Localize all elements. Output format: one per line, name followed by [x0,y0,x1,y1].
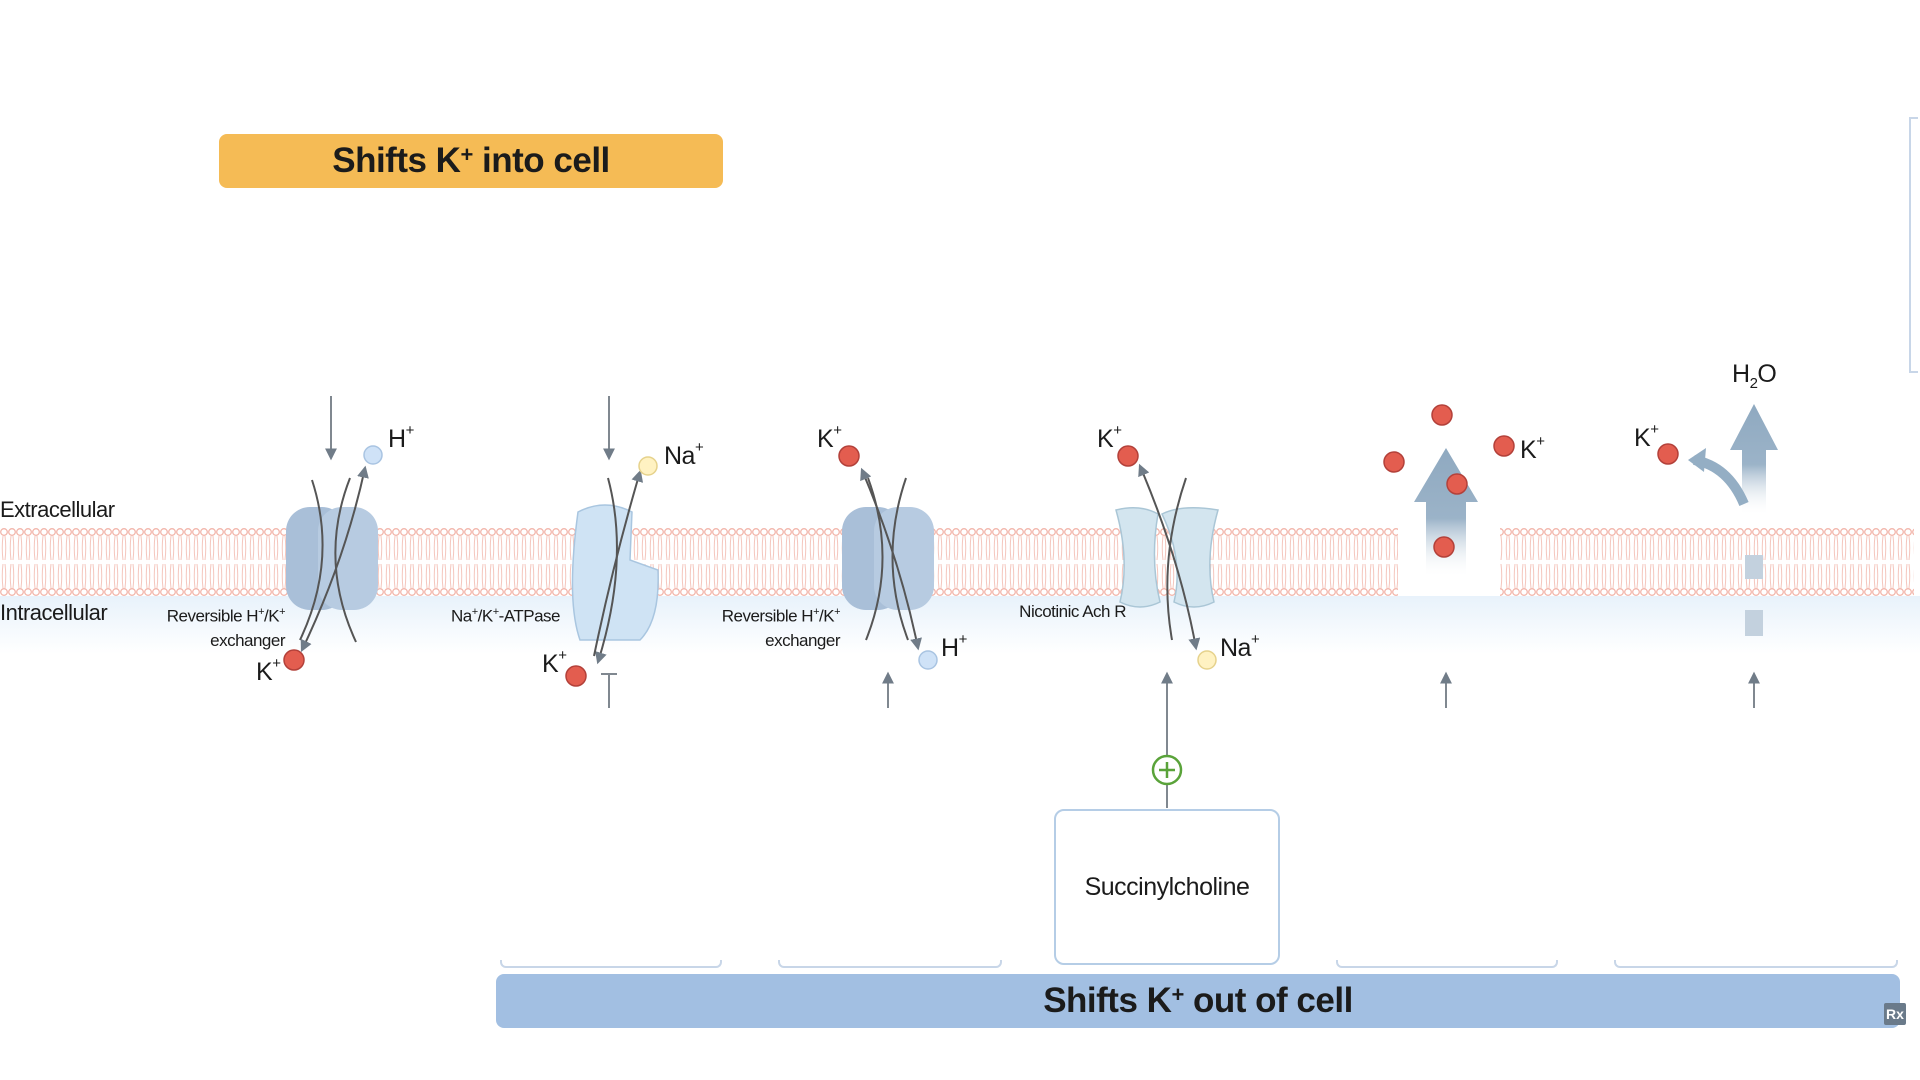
transporter-caption-4: Nicotinic Ach R [1019,602,1126,621]
potassium-label-5: K+ [1520,432,1545,464]
hydrogen-ion-3 [918,650,938,670]
potassium-label-6: K+ [1634,420,1659,452]
sodium-label-2: Na+ [664,438,704,470]
inhibit-bar-2 [601,673,617,708]
potassium-ion-5d [1446,473,1468,495]
potassium-ion-2 [565,665,587,687]
potassium-label-3: K+ [817,421,842,453]
plus-circle-icon [1151,754,1183,786]
rx-logo: Rx [1884,1003,1906,1025]
potassium-label-1: K+ [256,654,281,686]
water-label: H2O [1732,360,1777,392]
potassium-ion-5b [1383,451,1405,473]
hydrogen-label-3: H+ [941,630,967,662]
potassium-label-4: K+ [1097,421,1122,453]
sodium-label-4: Na+ [1220,630,1260,662]
bracket-3 [778,960,1002,968]
potassium-ion-6 [1657,443,1679,465]
transporter-caption-1: Reversible H+/K+ exchanger [166,606,286,650]
hk-exchanger-1 [286,465,378,653]
na-k-atpase [571,469,659,665]
potassium-label-2: K+ [542,646,567,678]
potassium-ion-4 [1117,445,1139,467]
potassium-ion-5c [1493,435,1515,457]
bracket-5 [1336,960,1558,968]
sodium-ion-2 [638,456,658,476]
succinylcholine-box: Succinylcholine [1054,809,1280,965]
hydrogen-ion-1 [363,445,383,465]
transporter-caption-3: Reversible H+/K+ exchanger [721,606,841,650]
intracellular-label: Intracellular [0,600,108,625]
shifts-into-cell-banner: Shifts K+ into cell [219,134,723,188]
potassium-ion-1 [283,649,305,671]
bracket-6 [1614,960,1898,968]
transporter-caption-2: Na+/K+-ATPase [450,606,561,626]
hk-exchanger-2 [842,467,934,651]
bracket-2 [500,960,722,968]
potassium-ion-5e [1433,536,1455,558]
sodium-ion-4 [1197,650,1217,670]
hydrogen-label-1: H+ [388,421,414,453]
extracellular-label: Extracellular [0,497,115,522]
potassium-ion-5a [1431,404,1453,426]
potassium-ion-3 [838,445,860,467]
water-efflux-arrow [1688,404,1778,636]
nicotinic-ach-receptor [1115,463,1219,651]
shifts-out-of-cell-banner: Shifts K+ out of cell [496,974,1900,1028]
